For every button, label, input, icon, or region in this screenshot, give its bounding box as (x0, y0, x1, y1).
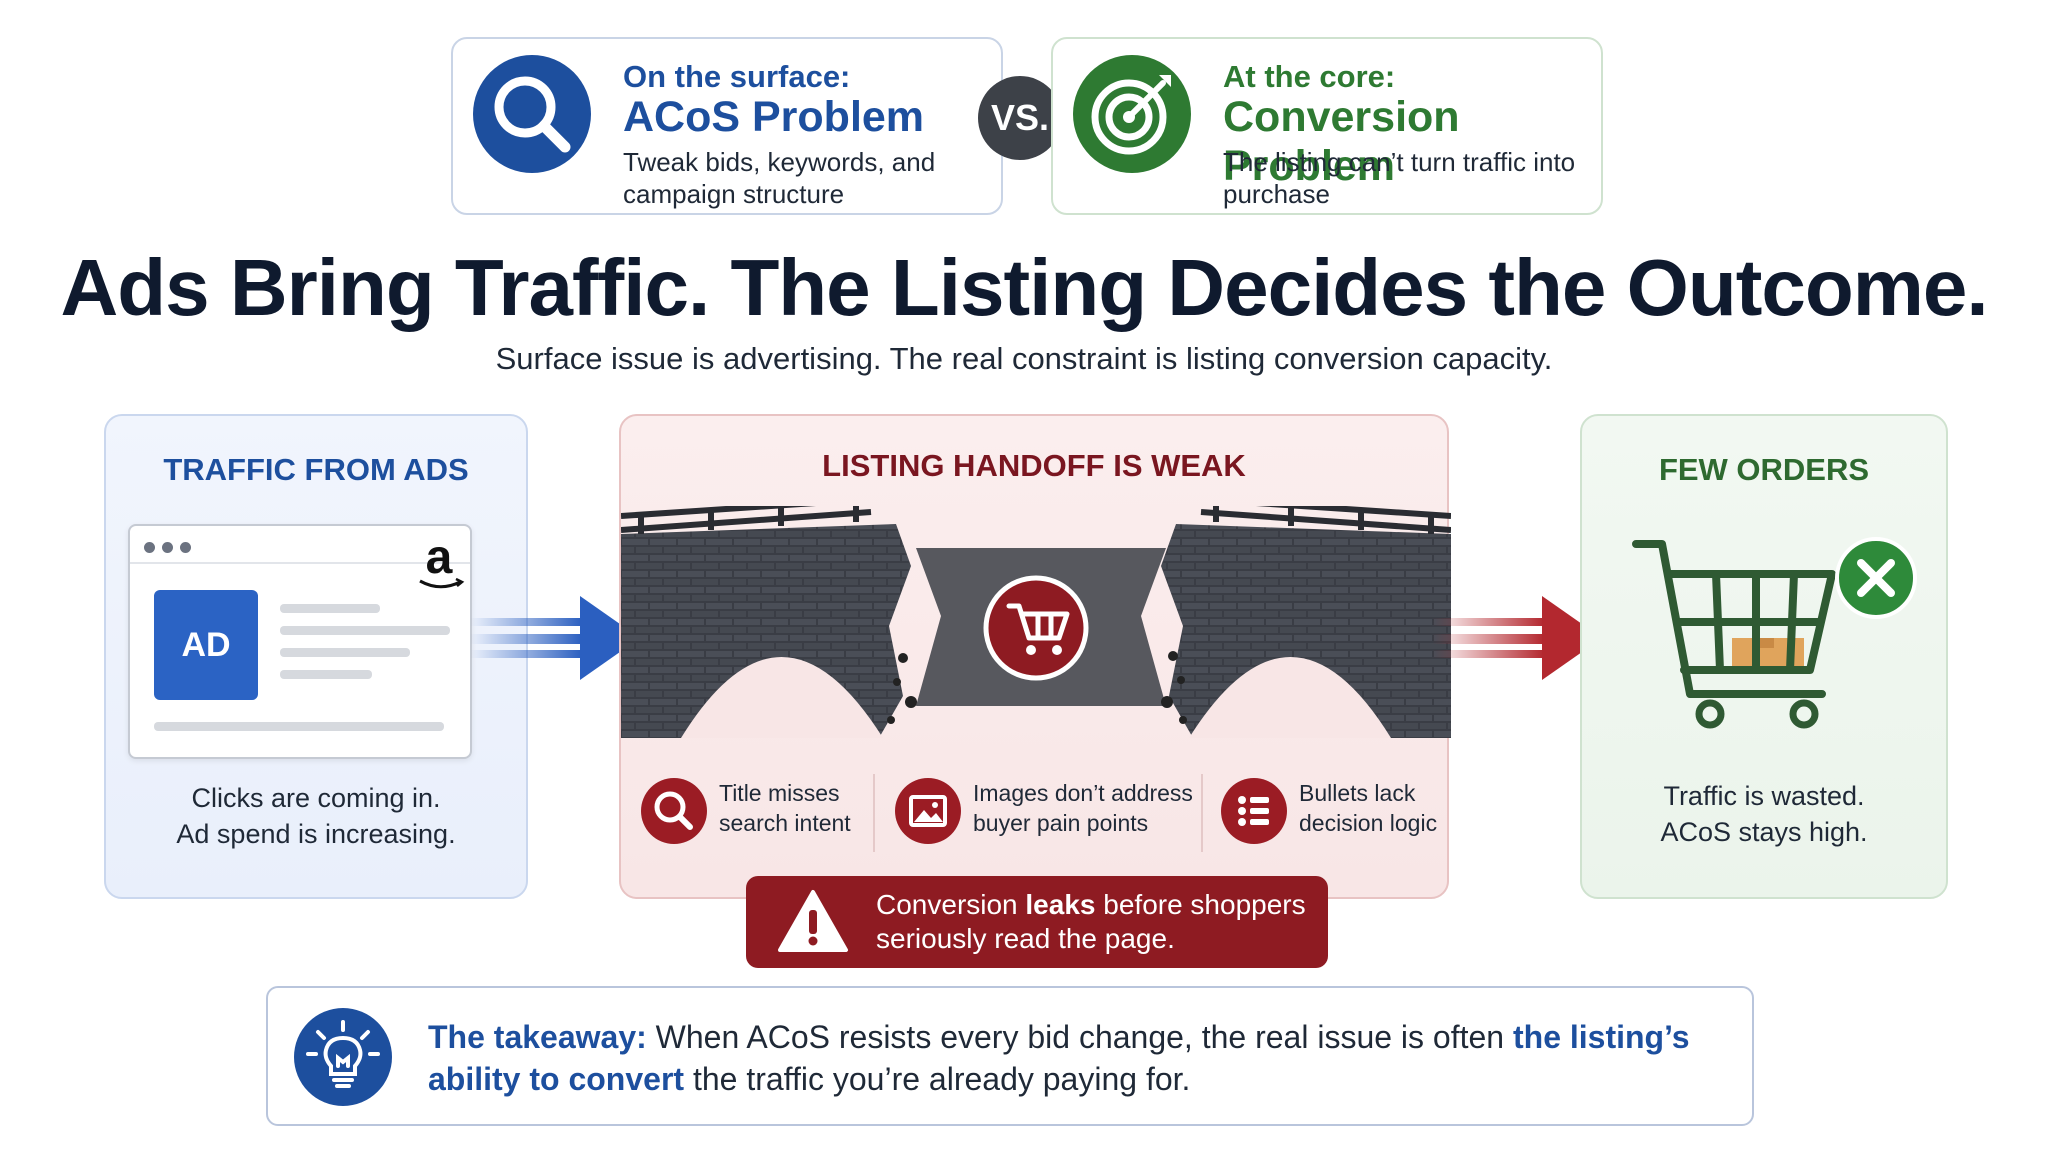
text-line (280, 626, 450, 635)
vs-badge: VS. (978, 76, 1062, 160)
core-title: Conversion Problem (1223, 93, 1460, 190)
traffic-caption-line: Ad spend is increasing. (176, 819, 456, 849)
warning-post: before shoppers seriously read the page. (876, 889, 1306, 954)
issue-text: Title misses search intent (719, 778, 939, 838)
issue-title: Title misses search intent (641, 768, 881, 858)
orders-title: FEW ORDERS (1658, 452, 1870, 487)
takeaway-text-pre: When ACoS resists every bid change, the … (646, 1019, 1513, 1055)
divider (873, 774, 875, 852)
text-line (280, 604, 380, 613)
orders-caption: Traffic is wasted. ACoS stays high. (1582, 778, 1946, 850)
warning-pre: Conversion (876, 889, 1026, 920)
traffic-panel: TRAFFIC FROM ADS a AD Clicks are coming … (104, 414, 528, 899)
warning-text: Conversion leaks before shoppers serious… (876, 888, 1316, 956)
window-dot (162, 542, 173, 553)
ad-browser-mock: a AD (128, 524, 472, 759)
amazon-logo-icon: a (414, 531, 465, 592)
window-dot (144, 542, 155, 553)
warning-bold: leaks (1025, 889, 1096, 920)
takeaway-highlight: the listing’s ability to convert (428, 1019, 1690, 1097)
magnifier-icon (473, 55, 591, 173)
orders-panel: FEW ORDERS Traffic is wasted. ACoS stays… (1580, 414, 1948, 899)
surface-desc: Tweak bids, keywords, and campaign struc… (623, 147, 936, 209)
shopping-cart-icon (1632, 540, 1836, 729)
surface-title: ACoS Problem (623, 93, 925, 141)
ad-tile: AD (154, 590, 258, 700)
issue-images: Images don’t address buyer pain points (895, 768, 1195, 858)
orders-caption-line: Traffic is wasted. (1663, 781, 1865, 811)
window-dot (180, 542, 191, 553)
surface-kicker: On the surface: (623, 59, 851, 94)
core-card: At the core: Conversion Problem The list… (1051, 37, 1603, 215)
target-icon (1073, 55, 1191, 173)
traffic-caption: Clicks are coming in. Ad spend is increa… (106, 780, 526, 852)
orders-caption-line: ACoS stays high. (1660, 817, 1868, 847)
takeaway-box: The takeaway: When ACoS resists every bi… (266, 986, 1754, 1126)
takeaway-text: The takeaway: When ACoS resists every bi… (428, 1016, 1728, 1100)
list-icon (1221, 778, 1287, 844)
issue-line: Bullets lack (1299, 780, 1416, 806)
lightbulb-icon (294, 1008, 392, 1106)
image-icon (895, 778, 961, 844)
core-kicker: At the core: (1223, 59, 1396, 94)
surface-card: On the surface: ACoS Problem Tweak bids,… (451, 37, 1003, 215)
text-line (280, 670, 372, 679)
issue-line: buyer pain points (973, 810, 1149, 836)
amazon-logo-text: a (425, 531, 453, 584)
divider (1201, 774, 1203, 852)
text-line (280, 648, 410, 657)
x-icon (1835, 537, 1917, 619)
headline: Ads Bring Traffic. The Listing Decides t… (60, 243, 1988, 332)
listing-title: LISTING HANDOFF IS WEAK (822, 448, 1246, 483)
warning-icon (778, 890, 848, 952)
takeaway-text-post: the traffic you’re already paying for. (684, 1061, 1191, 1097)
text-line (154, 722, 444, 731)
issue-line: Images don’t address (973, 780, 1193, 806)
issue-line: search intent (719, 810, 851, 836)
takeaway-label: The takeaway: (428, 1019, 647, 1055)
issue-line: Title misses (719, 780, 840, 806)
conversion-leak-warning: Conversion leaks before shoppers serious… (746, 876, 1328, 968)
issue-text: Bullets lack decision logic (1299, 778, 1449, 838)
issue-bullets: Bullets lack decision logic (1221, 768, 1441, 858)
broken-bridge-icon (621, 506, 1451, 738)
subhead: Surface issue is advertising. The real c… (495, 341, 1553, 376)
traffic-caption-line: Clicks are coming in. (191, 783, 441, 813)
traffic-title: TRAFFIC FROM ADS (163, 452, 469, 487)
red-arrow-icon (1432, 596, 1602, 680)
listing-panel: LISTING HANDOFF IS WEAK (619, 414, 1451, 899)
core-desc: The listing can’t turn traffic into purc… (1223, 147, 1576, 209)
search-icon (641, 778, 707, 844)
issue-text: Images don’t address buyer pain points (973, 778, 1193, 838)
issue-line: decision logic (1299, 810, 1438, 836)
blue-arrow-icon (470, 596, 640, 680)
browser-bar (130, 526, 470, 564)
